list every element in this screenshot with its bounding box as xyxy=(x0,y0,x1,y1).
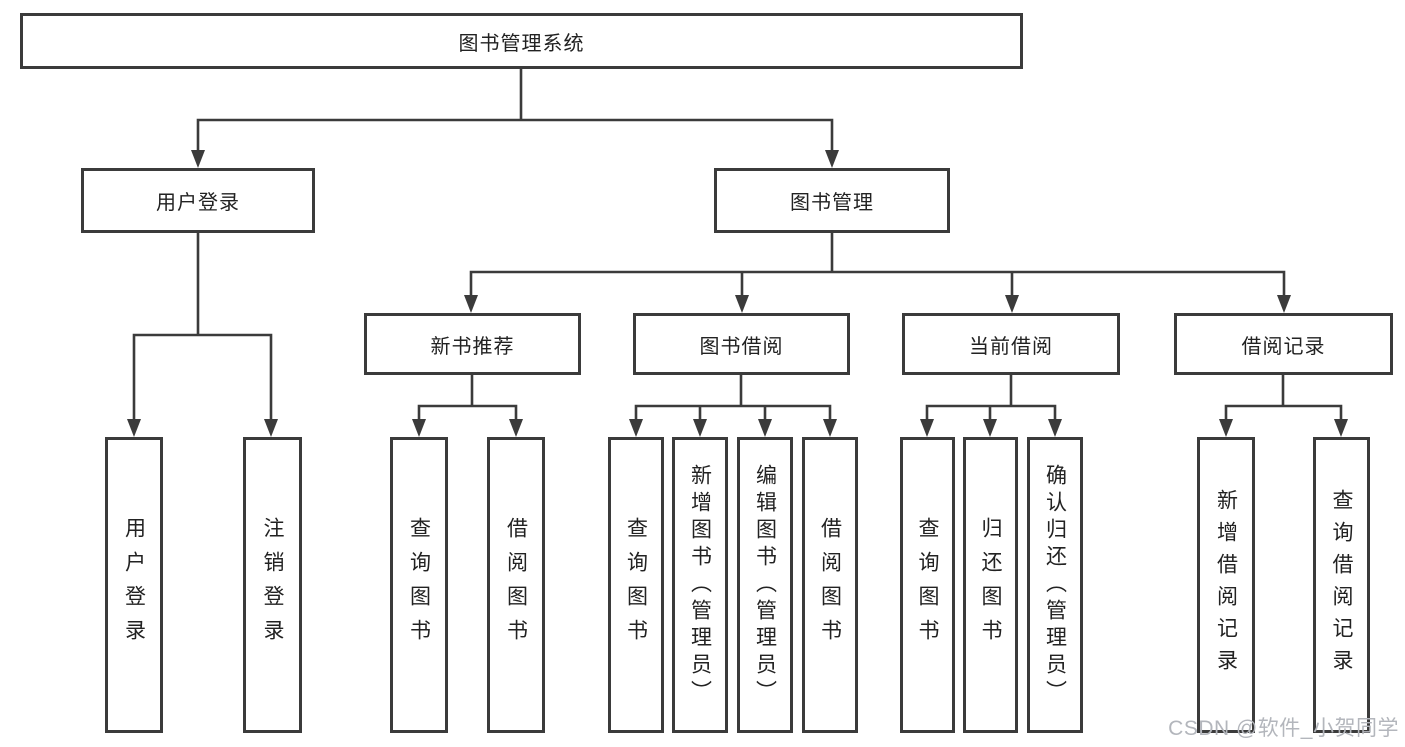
leaf-user-login: 用户登录 xyxy=(105,437,163,733)
node-user-login: 用户登录 xyxy=(81,168,315,233)
leaf-borrow-query-books: 查询图书 xyxy=(608,437,664,733)
leaf-recommend-query-books: 查询图书 xyxy=(390,437,448,733)
leaf-add-borrow-record: 新增借阅记录 xyxy=(1197,437,1255,733)
leaf-logout: 注销登录 xyxy=(243,437,302,733)
csdn-watermark: CSDN @软件_小贺同学 xyxy=(1168,717,1399,740)
leaf-current-query-books: 查询图书 xyxy=(900,437,955,733)
node-root-system: 图书管理系统 xyxy=(20,13,1023,69)
leaf-return-books: 归还图书 xyxy=(963,437,1018,733)
node-borrow-records: 借阅记录 xyxy=(1174,313,1393,375)
node-book-management: 图书管理 xyxy=(714,168,950,233)
leaf-borrow-books: 借阅图书 xyxy=(802,437,858,733)
node-new-book-recommend: 新书推荐 xyxy=(364,313,581,375)
leaf-edit-books-admin: 编辑图书（管理员） xyxy=(737,437,793,733)
node-current-borrow: 当前借阅 xyxy=(902,313,1120,375)
leaf-query-borrow-record: 查询借阅记录 xyxy=(1313,437,1370,733)
leaf-add-books-admin: 新增图书（管理员） xyxy=(672,437,728,733)
leaf-confirm-return-admin: 确认归还（管理员） xyxy=(1027,437,1083,733)
node-book-borrow: 图书借阅 xyxy=(633,313,850,375)
leaf-recommend-borrow-books: 借阅图书 xyxy=(487,437,545,733)
